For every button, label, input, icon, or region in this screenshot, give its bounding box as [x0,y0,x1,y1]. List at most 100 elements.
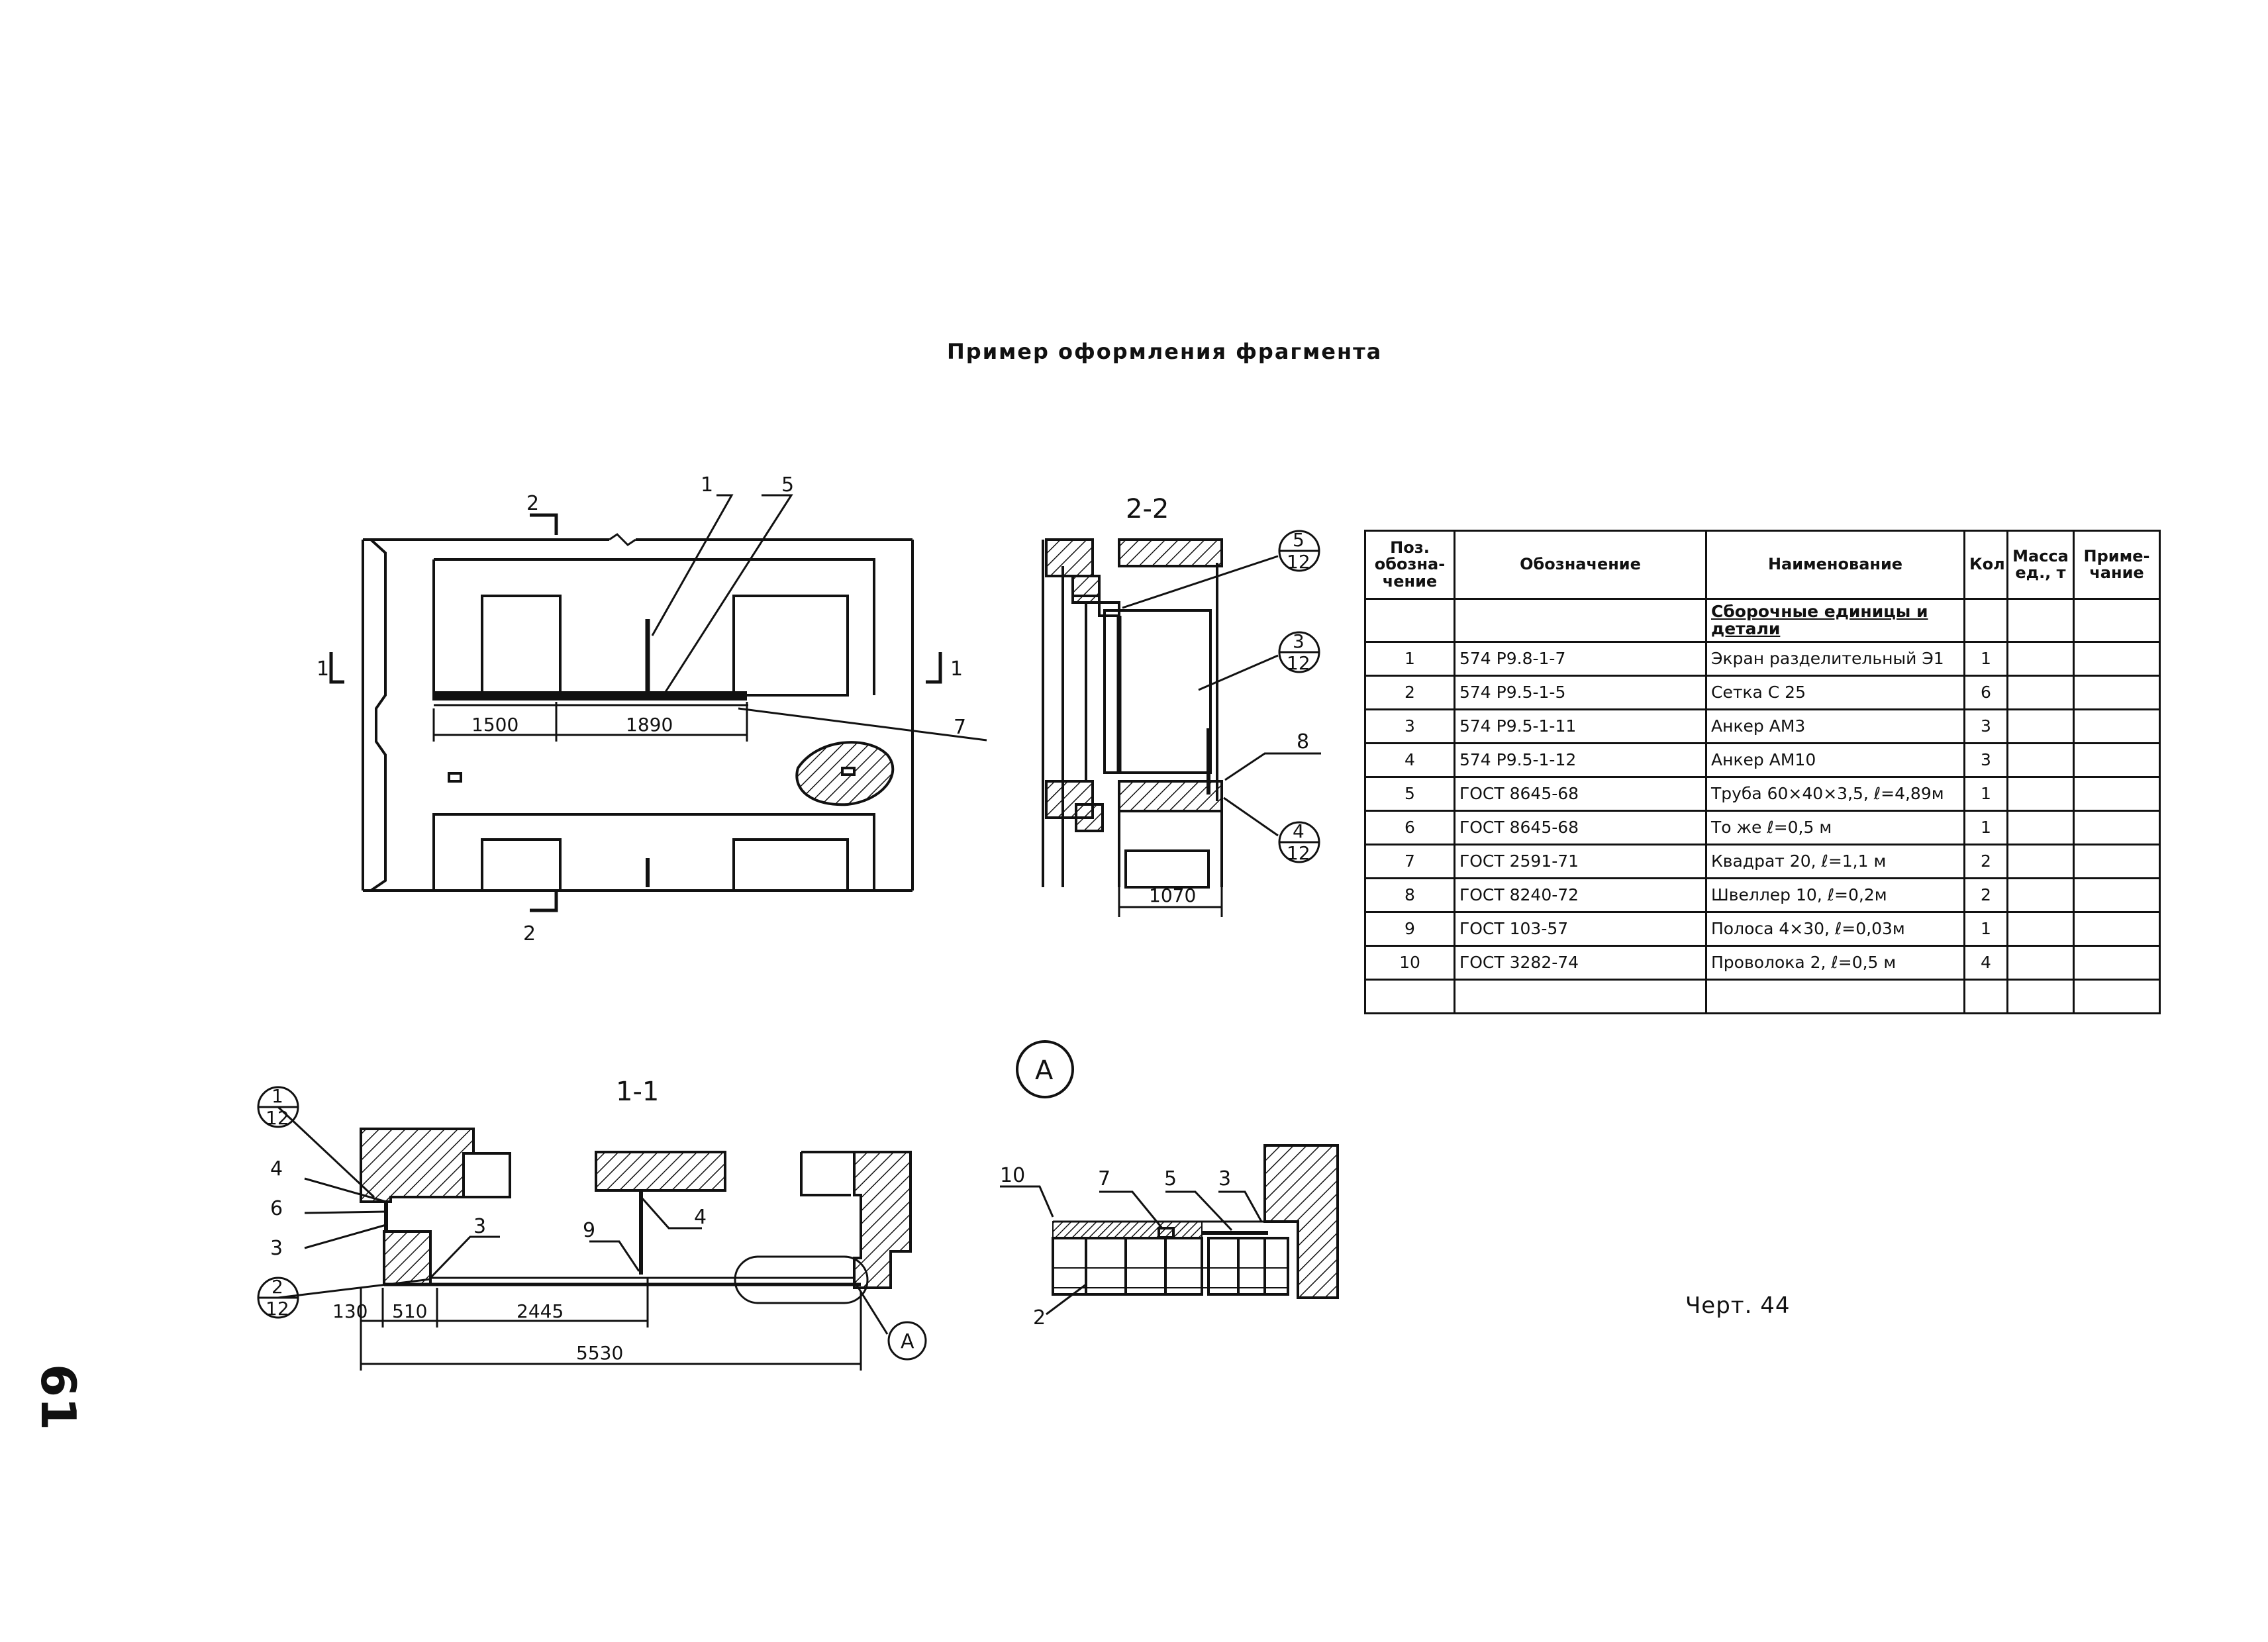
section-1-1-dimension: 5530 [576,1342,623,1364]
detail-a-marker: А [901,1330,914,1353]
table-cell: Сетка С 25 [1705,675,1965,710]
ref-denominator: 12 [1287,551,1310,573]
table-cell [2073,675,2161,710]
table-cell: 1 [1963,776,2008,812]
table-cell: 2 [1963,877,2008,913]
column-header-quantity: Кол. [1963,530,2008,600]
table-cell [2006,810,2075,845]
table-cell: 10 [1364,945,1455,981]
detail-a [1000,1040,1339,1316]
table-cell [2073,742,2161,778]
plan-leader-label: 7 [954,716,966,739]
detail-a-labels: А 10 7 5 3 2 [1000,1055,1231,1329]
page-title: Пример оформления фрагмента [947,339,1383,364]
plan-cut-mark-right: 1 [950,657,963,681]
table-cell [2006,776,2075,812]
table-cell: То же ℓ=0,5 м [1705,810,1965,845]
table-cell: 3 [1963,708,2008,744]
section-1-1-dimension: 2445 [517,1300,564,1322]
table-cell [2073,776,2161,812]
ref-denominator: 12 [266,1298,289,1320]
section-1-1-leader-label: 3 [473,1215,486,1238]
table-cell: Анкер АМ10 [1705,742,1965,778]
section-2-2-labels: 2-2 5 12 3 12 4 12 8 1070 [1126,494,1310,906]
table-cell: 3 [1364,708,1455,744]
plan-leader-label: 1 [701,473,713,497]
section-1-1-dimension: 130 [332,1300,368,1322]
table-cell [2006,675,2075,710]
table-cell [2006,742,2075,778]
section-2-2-dimension: 1070 [1149,885,1196,906]
plan-cut-mark-bottom: 2 [523,922,536,945]
ref-numerator: 3 [1293,630,1305,652]
detail-a-leader-label: 5 [1164,1167,1177,1190]
section-2-2-leader-label: 8 [1297,730,1309,753]
table-cell: 8 [1364,877,1455,913]
section-1-1-leader-label: 4 [694,1206,707,1229]
table-cell [2073,911,2161,947]
plan-leader-label: 5 [781,473,794,497]
table-cell: 1 [1364,641,1455,677]
table-cell: ГОСТ 2591-71 [1454,844,1707,879]
table-cell: ГОСТ 8645-68 [1454,776,1707,812]
section-1-1-leader-label: 3 [270,1237,283,1260]
table-cell: Экран разделительный Э1 [1705,641,1965,677]
table-cell: ГОСТ 3282-74 [1454,945,1707,981]
section-1-1-leader-label: 4 [270,1157,283,1181]
detail-a-leader-label: 7 [1098,1167,1110,1190]
table-cell: Анкер АМ3 [1705,708,1965,744]
table-section-row: Сборочные единицы и детали [1364,598,2161,643]
table-cell: 7 [1364,844,1455,879]
ref-numerator: 2 [271,1276,283,1298]
table-cell [2073,708,2161,744]
table-cell: 9 [1364,911,1455,947]
table-cell: 2 [1963,844,2008,879]
plan-cut-mark-left: 1 [317,657,329,681]
ref-denominator: 12 [266,1107,289,1129]
table-cell [2006,911,2075,947]
table-cell [2073,641,2161,677]
section-title: Сборочные единицы и детали [1711,601,1928,638]
table-cell [2006,641,2075,677]
table-cell: 3 [1963,742,2008,778]
table-cell: Швеллер 10, ℓ=0,2м [1705,877,1965,913]
table-cell: ГОСТ 103-57 [1454,911,1707,947]
column-header-unit-mass: Масса ед., т [2006,530,2075,600]
table-cell [2073,945,2161,981]
table-cell: Труба 60×40×3,5, ℓ=4,89м [1705,776,1965,812]
table-cell [2006,708,2075,744]
table-cell: Квадрат 20, ℓ=1,1 м [1705,844,1965,879]
table-cell: 1 [1963,641,2008,677]
table-cell [2073,877,2161,913]
section-1-1-title: 1-1 [616,1077,659,1107]
specification-table: Поз. обозна-чение Обозначение Наименован… [1364,530,2161,1014]
column-header-note: Приме-чание [2073,530,2161,600]
table-cell: Проволока 2, ℓ=0,5 м [1705,945,1965,981]
ref-numerator: 5 [1293,529,1305,551]
plan-cut-mark-top: 2 [526,492,539,515]
detail-a-leader-label: 2 [1033,1306,1046,1329]
ref-denominator: 12 [1287,652,1310,674]
table-cell: ГОСТ 8240-72 [1454,877,1707,913]
plan-dimension: 1890 [626,714,673,736]
table-cell [2006,945,2075,981]
table-row-empty [1364,979,2161,1014]
ref-denominator: 12 [1287,842,1310,864]
plan-dimension: 1500 [471,714,518,736]
table-cell: 2 [1364,675,1455,710]
column-header-designation: Обозначение [1454,530,1707,600]
section-1-1-leader-label: 6 [270,1197,283,1220]
section-1-1-labels: 1-1 1 12 2 12 4 6 3 3 9 4 130 510 2445 5… [266,1077,914,1364]
column-header-name: Наименование [1705,530,1965,600]
table-cell: 574 Р9.8-1-7 [1454,641,1707,677]
